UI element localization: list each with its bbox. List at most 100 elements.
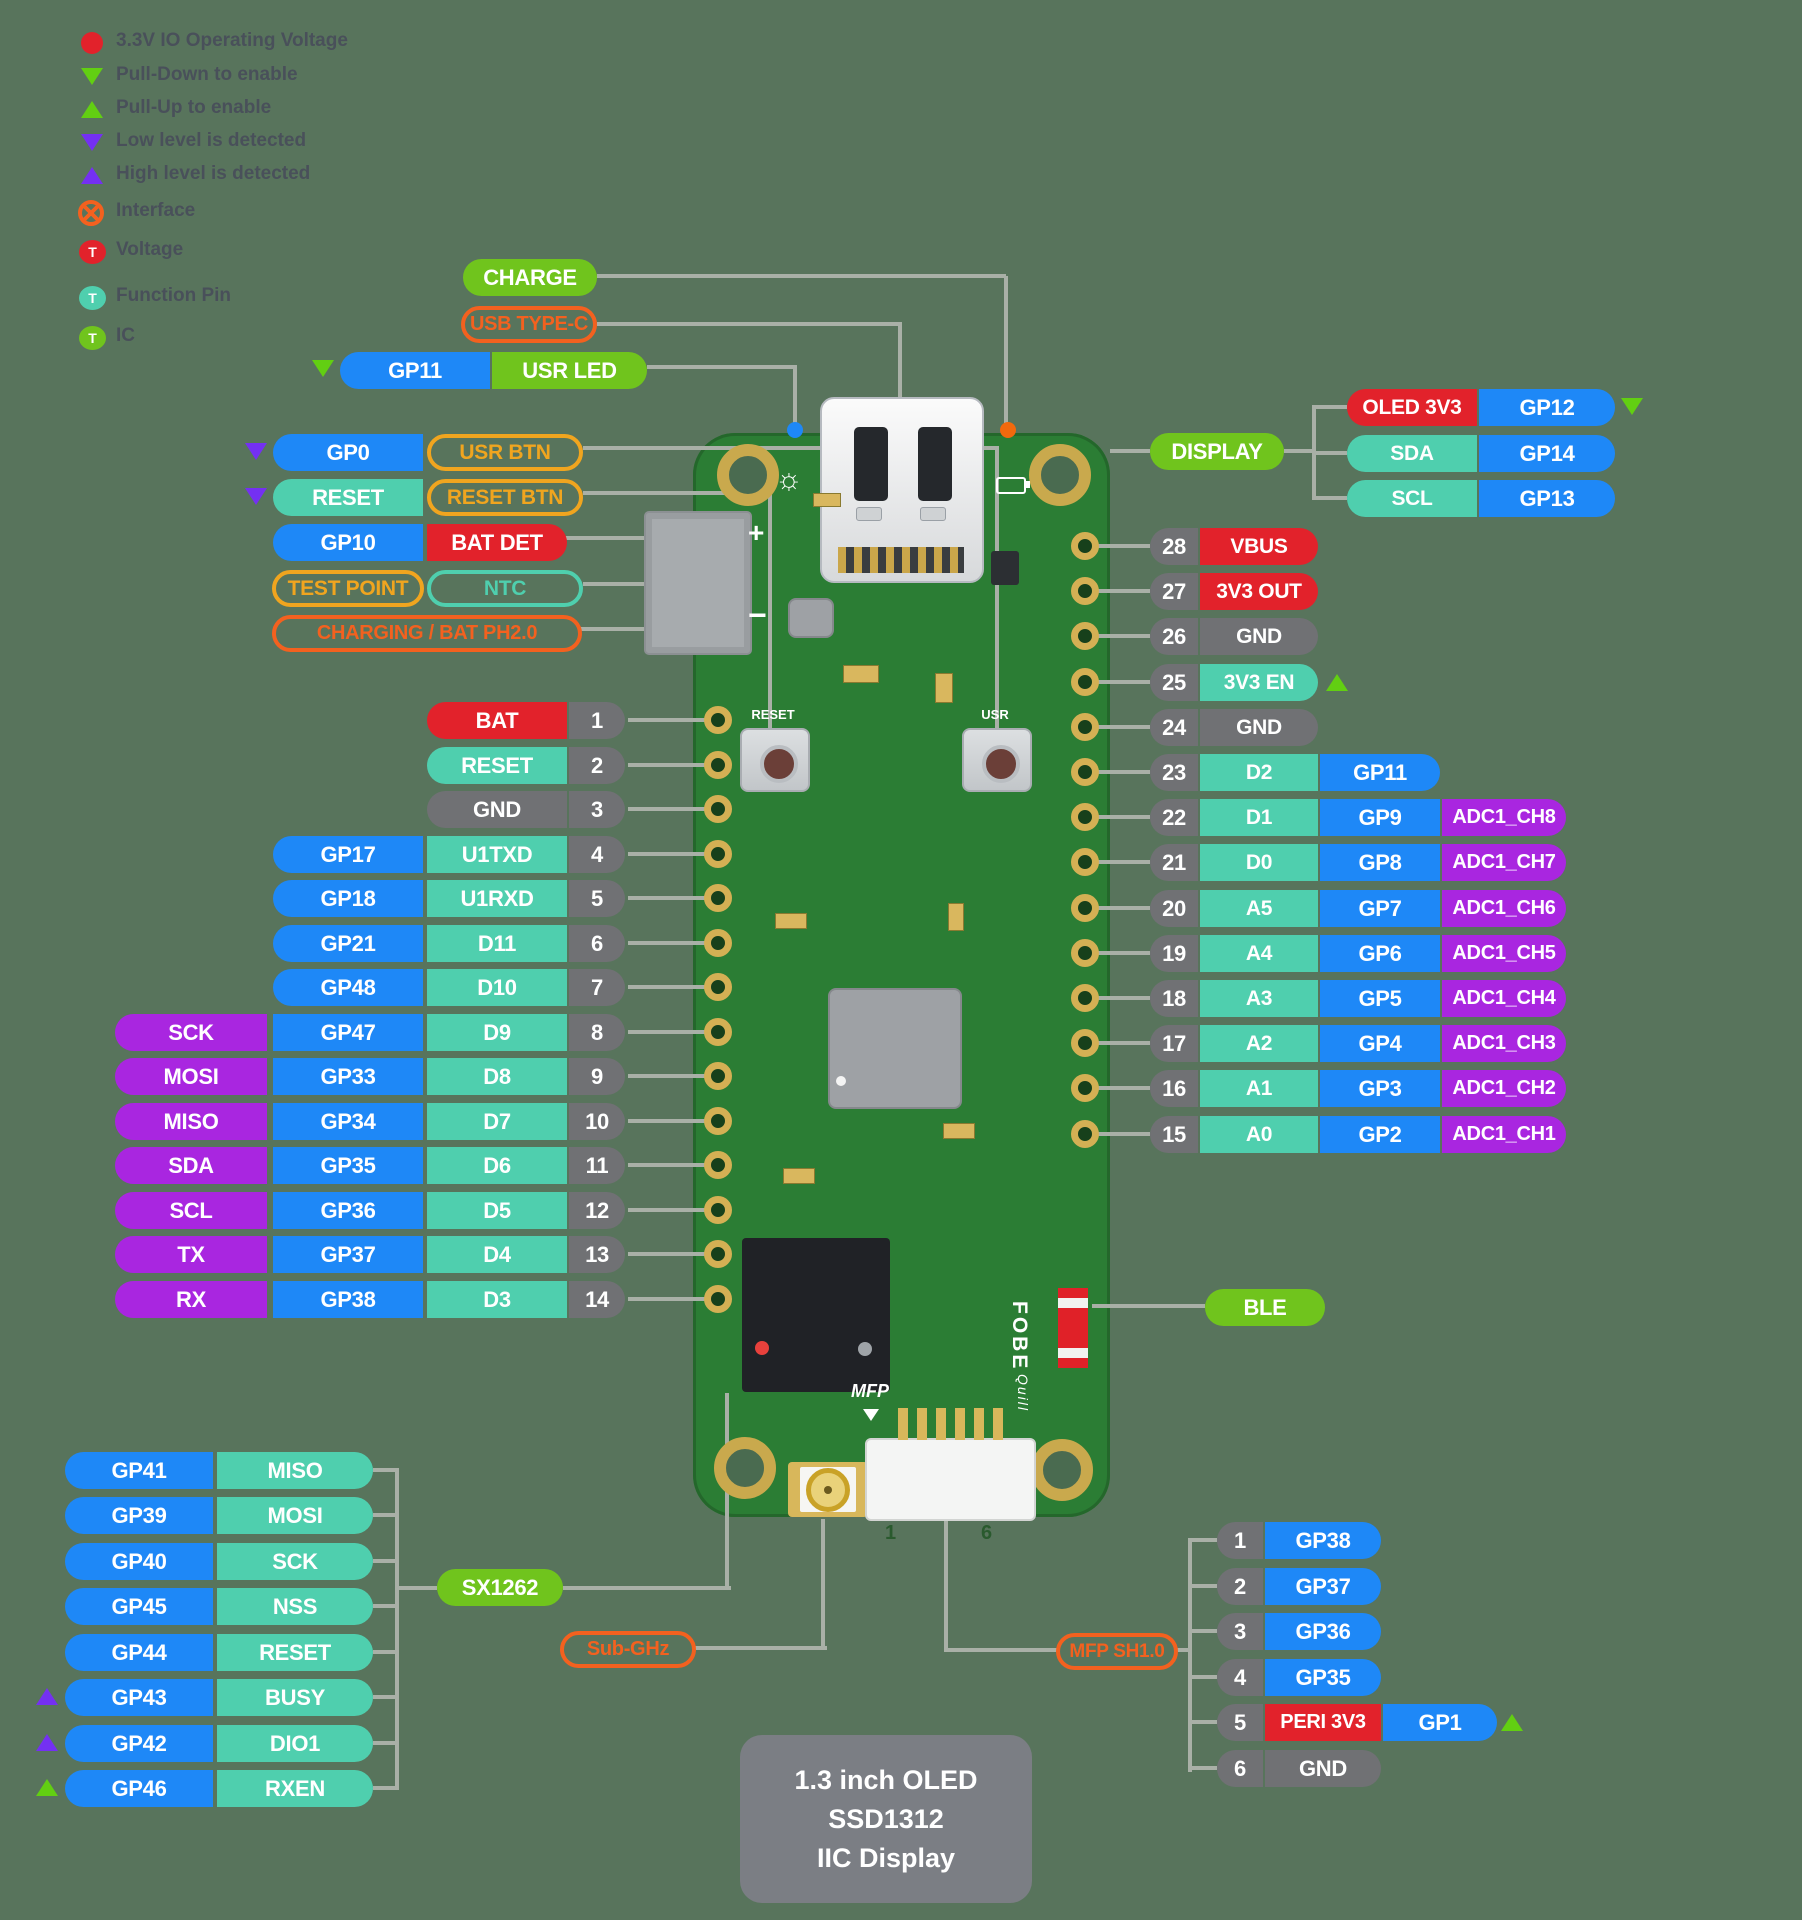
pin-pad-icon <box>704 884 732 912</box>
pin-pad-icon <box>704 1107 732 1135</box>
connector-line <box>946 1648 1058 1652</box>
pill-adc1-ch4: ADC1_CH4 <box>1442 980 1566 1017</box>
connector-line <box>647 365 797 369</box>
pill-1: 1 <box>569 702 625 739</box>
connector-line <box>898 324 902 404</box>
pill-sck: SCK <box>115 1014 267 1051</box>
green-up-marker-icon <box>36 1779 58 1796</box>
pill-3: 3 <box>1217 1613 1263 1650</box>
passive-component <box>935 673 953 703</box>
oled-note-line: SSD1312 <box>828 1803 944 1834</box>
connector-line <box>1098 951 1150 955</box>
legend-label-function-pin: Function Pin <box>116 285 232 306</box>
usr-button-silk: USR <box>981 707 1009 722</box>
connector-line <box>1098 1132 1150 1136</box>
pill-busy: BUSY <box>217 1679 373 1716</box>
pill-23: 23 <box>1150 754 1198 791</box>
pill-16: 16 <box>1150 1070 1198 1107</box>
connector-line <box>628 985 708 989</box>
pill-charging-bat-ph2-0: CHARGING / BAT PH2.0 <box>272 615 582 652</box>
pill-test-point: TEST POINT <box>272 570 424 607</box>
legend-label-ic: IC <box>116 325 135 346</box>
pill-4: 4 <box>569 836 625 873</box>
pill-gp3: GP3 <box>1320 1070 1440 1107</box>
sub-ghz-label: Sub-GHz <box>560 1631 696 1668</box>
pill-18: 18 <box>1150 980 1198 1017</box>
pill-sck: SCK <box>217 1543 373 1580</box>
pin-pad-icon <box>1071 577 1099 605</box>
passive-component <box>948 903 964 931</box>
connector-line <box>583 491 772 495</box>
green-down-marker-icon <box>81 68 103 85</box>
pill-miso: MISO <box>115 1103 267 1140</box>
pin-pad-icon <box>1071 622 1099 650</box>
legend-label-low-level-is-detected: Low level is detected <box>116 130 307 151</box>
pill-a2: A2 <box>1200 1025 1318 1062</box>
connector-line <box>1312 405 1316 500</box>
pill-ntc: NTC <box>427 570 583 607</box>
pill-adc1-ch1: ADC1_CH1 <box>1442 1116 1566 1153</box>
pill-gp1: GP1 <box>1383 1704 1497 1741</box>
orange-led-icon <box>1000 422 1016 438</box>
legend-label-pull-down-to-enable: Pull-Down to enable <box>116 64 298 85</box>
pin-pad-icon <box>1071 984 1099 1012</box>
pill-gnd: GND <box>427 791 567 828</box>
ble-label: BLE <box>1205 1289 1325 1326</box>
pill-gp13: GP13 <box>1479 480 1615 517</box>
pin-pad-icon <box>1071 1074 1099 1102</box>
connector-line <box>373 1695 399 1699</box>
pill-gp36: GP36 <box>273 1192 423 1229</box>
connector-line <box>628 807 708 811</box>
pill-bat-det: BAT DET <box>427 524 567 561</box>
pill-adc1-ch7: ADC1_CH7 <box>1442 844 1566 881</box>
connector-line <box>695 1646 827 1650</box>
pill-gp34: GP34 <box>273 1103 423 1140</box>
pill-scl: SCL <box>115 1192 267 1229</box>
usb-c-prong-icon <box>918 427 952 501</box>
connector-line <box>1176 1648 1192 1652</box>
mfp-sh1-label: MFP SH1.0 <box>1056 1633 1178 1670</box>
pill-tx: TX <box>115 1236 267 1273</box>
oled-display-note: 1.3 inch OLED SSD1312 IIC Display <box>740 1735 1032 1903</box>
connector-line <box>1188 1766 1217 1770</box>
pill-reset: RESET <box>273 479 423 516</box>
pill-d2: D2 <box>1200 754 1318 791</box>
connector-line <box>1188 1538 1192 1772</box>
connector-line <box>628 718 708 722</box>
connector-line <box>1098 770 1150 774</box>
legend-label-pull-up-to-enable: Pull-Up to enable <box>116 97 272 118</box>
pin-pad-icon <box>1071 803 1099 831</box>
connector-pin-number: 1 <box>885 1522 897 1544</box>
pill-oled-3v3: OLED 3V3 <box>1347 389 1477 426</box>
connector-line <box>1188 1538 1217 1542</box>
pill-gp8: GP8 <box>1320 844 1440 881</box>
purple-up-marker-icon <box>81 167 103 184</box>
pill-d1: D1 <box>1200 799 1318 836</box>
connector-line <box>373 1650 399 1654</box>
pill-d10: D10 <box>427 969 567 1006</box>
pill-reset-btn: RESET BTN <box>427 479 583 516</box>
pill-gp12: GP12 <box>1479 389 1615 426</box>
connector-line <box>628 763 708 767</box>
pill-d0: D0 <box>1200 844 1318 881</box>
mounting-hole-icon <box>1029 444 1091 506</box>
pill-a1: A1 <box>1200 1070 1318 1107</box>
pill-bat: BAT <box>427 702 567 739</box>
battery-icon <box>996 477 1030 494</box>
pill-reset: RESET <box>427 747 567 784</box>
connector-line <box>373 1468 399 1472</box>
pin-pad-icon <box>704 1062 732 1090</box>
ic-chip <box>788 598 834 638</box>
pill-9: 9 <box>569 1058 625 1095</box>
pin-pad-icon <box>704 706 732 734</box>
badge-teal-icon: T <box>79 286 106 310</box>
pill-gp39: GP39 <box>65 1497 213 1534</box>
connector-line <box>1188 1629 1217 1633</box>
pill-rxen: RXEN <box>217 1770 373 1807</box>
pill-usr-led: USR LED <box>492 352 647 389</box>
display-label: DISPLAY <box>1150 433 1284 470</box>
pill-d9: D9 <box>427 1014 567 1051</box>
connector-pin-icon <box>917 1408 927 1440</box>
pill-gp21: GP21 <box>273 925 423 962</box>
